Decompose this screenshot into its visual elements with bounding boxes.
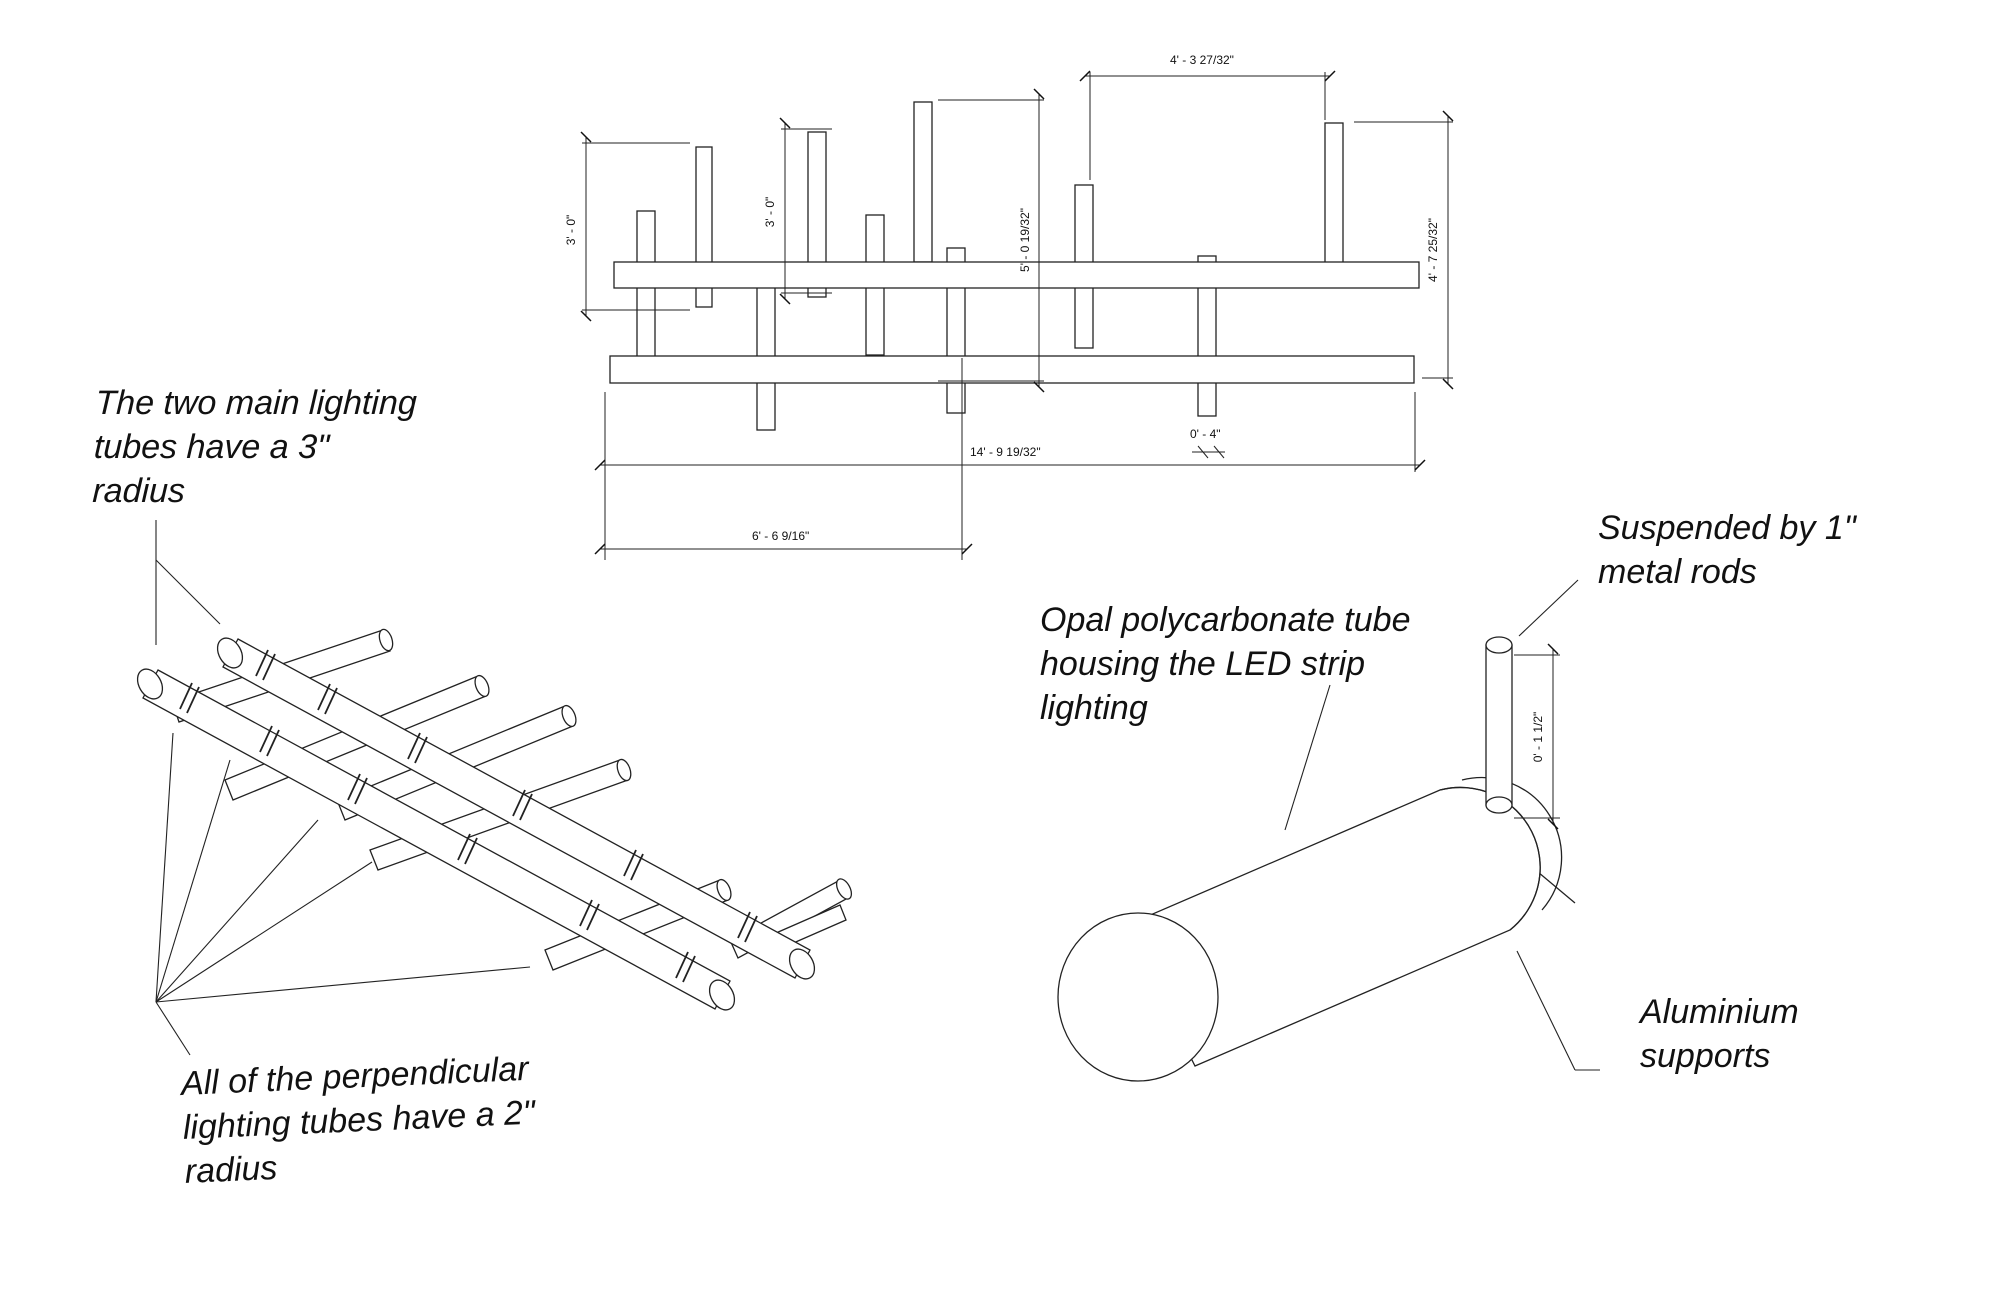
- dim-label-right-height: 4' - 7 25/32": [1426, 218, 1440, 282]
- vertical-tube: [807, 131, 827, 298]
- dim-label-span-top: 4' - 3 27/32": [1170, 53, 1234, 67]
- dim-label-overall-length: 14' - 9 19/32": [970, 445, 1041, 459]
- vertical-tube: [756, 279, 776, 431]
- vertical-tube: [946, 247, 966, 414]
- dim-label-half-length: 6' - 6 9/16": [752, 529, 809, 543]
- suspension-rod: [1485, 644, 1513, 806]
- note-perpendicular-tubes: All of the perpendicular lighting tubes …: [180, 1049, 536, 1191]
- dim-label-tube-gap: 0' - 4": [1190, 427, 1221, 441]
- note-opal-tube: Opal polycarbonate tube housing the LED …: [1040, 601, 1411, 727]
- elevation-view: [609, 101, 1420, 431]
- elevation-dimension-labels: 4' - 3 27/32" 3' - 0" 3' - 0" 5' - 0 19/…: [564, 53, 1440, 543]
- dim-label-second-rod: 3' - 0": [763, 197, 777, 228]
- main-tube-upper: [613, 261, 1420, 289]
- dim-label-rod-length: 0' - 1 1/2": [1531, 712, 1545, 763]
- isometric-main-tubes: [136, 637, 816, 1011]
- note-metal-rods: Suspended by 1" metal rods: [1598, 509, 1856, 591]
- main-tube-end-cap: [708, 979, 736, 1011]
- isometric-view: [136, 628, 853, 1011]
- vertical-tube: [1197, 255, 1217, 417]
- opal-tube-end: [1057, 912, 1219, 1082]
- note-main-tubes: The two main lighting tubes have a 3" ra…: [91, 384, 418, 510]
- dim-label-center-height: 5' - 0 19/32": [1018, 208, 1032, 272]
- suspension-rod-top: [1485, 636, 1513, 654]
- tube-detail-view: 0' - 1 1/2": [1057, 579, 1600, 1082]
- vertical-tube: [1324, 122, 1344, 269]
- elevation-dimensions: [580, 70, 1454, 560]
- dim-label-left-rod: 3' - 0": [564, 215, 578, 246]
- vertical-tube: [695, 146, 713, 308]
- isometric-leaders: [155, 520, 531, 1056]
- note-aluminium-supports: Aluminium supports: [1640, 993, 1799, 1075]
- vertical-tube: [913, 101, 933, 263]
- suspension-rod-bottom: [1485, 796, 1513, 814]
- main-tube-end-cap: [788, 948, 816, 980]
- main-tube-lower: [609, 355, 1415, 384]
